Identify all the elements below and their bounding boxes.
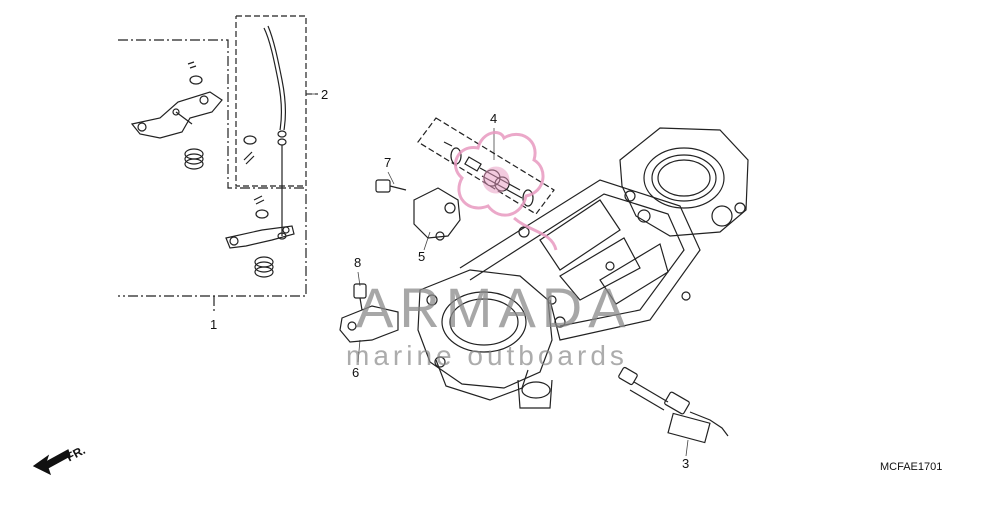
diagram-code: MCFAE1701 [880,461,943,473]
front-direction-arrow [32,449,71,476]
upper-spring [184,148,204,170]
part-4-enclosure [417,117,555,215]
lower-spring [254,256,274,278]
watermark-logo [454,131,558,251]
callout-6: 6 [352,365,360,380]
callout-8: 8 [354,255,362,270]
part-6-bracket [339,305,399,343]
part-8-bolt [353,283,367,311]
group-1-bracket [118,39,307,312]
callout-2: 2 [321,87,329,102]
part-7-bolt [375,179,407,193]
lower-link-plate [225,225,295,249]
throttle-rod [263,25,287,240]
watermark-brand: ARMADA [356,276,632,339]
callout-5: 5 [418,249,426,264]
callout-1: 1 [210,317,218,332]
upper-link-plate [130,91,223,139]
group-2-bracket [235,15,318,187]
throttle-body-housing [417,127,749,409]
part-3-sensor [618,366,729,444]
rod-washer-1 [243,135,257,145]
callout-3: 3 [682,456,690,471]
rod-clip-1 [243,151,255,165]
lower-clip [253,195,265,205]
callout-4: 4 [490,111,498,126]
upper-clip [187,61,197,69]
part-5-sensor-bracket [413,187,461,241]
lower-washer [255,209,269,219]
callout-7: 7 [384,155,392,170]
leader-lines [306,93,689,457]
watermark-tagline: marine outboards [346,340,628,371]
upper-washer [189,75,203,85]
